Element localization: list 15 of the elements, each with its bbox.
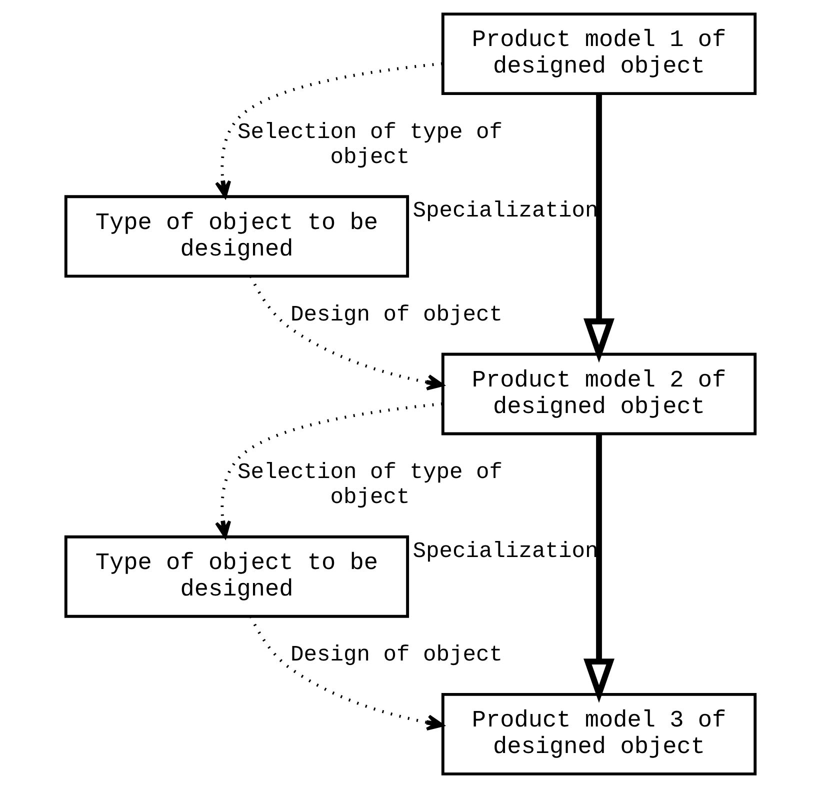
node-box: Type of object to be designed — [64, 535, 410, 618]
node-box: Product model 3 of designed object — [441, 692, 757, 776]
arrow — [584, 94, 614, 363]
edge-label: Design of object — [290, 302, 503, 328]
node-box: Type of object to be designed — [64, 195, 410, 278]
edge-label: Selection of type of object — [238, 120, 502, 170]
arrow — [249, 276, 444, 390]
arrow — [584, 434, 614, 703]
arrow — [249, 616, 444, 731]
edge-label: Selection of type of object — [238, 460, 502, 510]
node-box: Product model 2 of designed object — [441, 352, 757, 436]
node-box: Product model 1 of designed object — [441, 12, 757, 96]
edge-label: Design of object — [290, 642, 503, 668]
arrow — [215, 402, 443, 538]
arrow — [215, 62, 443, 198]
